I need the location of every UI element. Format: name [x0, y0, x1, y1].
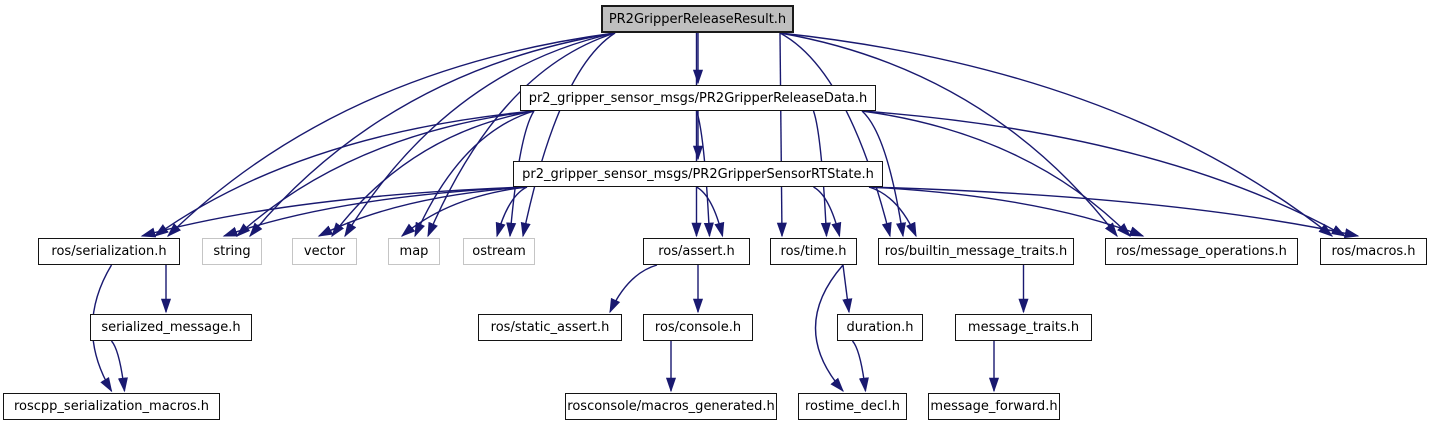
graph-edge-result-map [427, 32, 616, 238]
graph-edge-result-macros [779, 32, 1334, 237]
graph-node-serialization[interactable]: ros/serialization.h [38, 238, 180, 265]
graph-edge-release_data-macros [861, 110, 1347, 237]
graph-edge-result-msgops [779, 32, 1118, 238]
graph-edge-release_data-time [812, 110, 831, 238]
graph-edge-rtstate-builtin [868, 186, 917, 238]
graph-edge-result-string [249, 32, 616, 238]
graph-edge-time-rostime_decl [814, 264, 844, 393]
graph-edge-rtstate-ostream [495, 186, 528, 238]
graph-edge-release_data-string [235, 110, 535, 237]
graph-edge-duration-rostime_decl [851, 340, 869, 393]
graph-edge-rtstate-map [400, 186, 528, 237]
graph-node-assert[interactable]: ros/assert.h [643, 238, 750, 265]
graph-edge-release_data-vector [331, 110, 535, 238]
graph-node-message_traits[interactable]: message_traits.h [955, 314, 1092, 341]
graph-edge-serialized_message-roscpp_macros [110, 340, 128, 393]
graph-node-result: PR2GripperReleaseResult.h [601, 5, 794, 33]
graph-edge-assert-static_assert [609, 264, 658, 314]
graph-edge-result-vector [344, 32, 616, 238]
graph-node-time[interactable]: ros/time.h [770, 238, 857, 265]
graph-node-console[interactable]: ros/console.h [643, 314, 753, 341]
graph-edge-rtstate-string [222, 186, 528, 237]
graph-node-ostream: ostream [463, 238, 535, 265]
graph-edge-release_data-builtin [861, 110, 906, 238]
graph-edge-result-serialization [166, 32, 616, 237]
graph-edge-time-duration [842, 264, 853, 314]
graph-edge-release_data-serialization [153, 110, 535, 237]
graph-node-map: map [388, 238, 440, 265]
graph-node-string: string [202, 238, 262, 265]
graph-edge-result-time [776, 32, 787, 238]
graph-node-static_assert[interactable]: ros/static_assert.h [478, 314, 622, 341]
graph-edge-result-ostream [520, 32, 616, 238]
graph-node-duration[interactable]: duration.h [837, 314, 923, 341]
graph-edge-release_data-assert [695, 110, 714, 238]
graph-node-rosconsole_macros[interactable]: rosconsole/macros_generated.h [565, 393, 777, 420]
graph-node-vector: vector [292, 238, 357, 265]
graph-edge-rtstate-macros [868, 186, 1360, 239]
graph-node-serialized_message[interactable]: serialized_message.h [90, 314, 252, 341]
graph-edge-rtstate-msgops [868, 186, 1145, 237]
graph-node-release_data[interactable]: pr2_gripper_sensor_msgs/PR2GripperReleas… [520, 85, 876, 111]
graph-edge-release_data-msgops [861, 110, 1131, 237]
graph-edge-rtstate-serialization [140, 186, 528, 238]
graph-edge-rtstate-time [813, 186, 842, 238]
graph-edge-result-builtin [779, 32, 892, 238]
graph-node-builtin[interactable]: ros/builtin_message_traits.h [878, 238, 1074, 265]
graph-edge-rtstate-vector [317, 186, 528, 237]
graph-node-rtstate[interactable]: pr2_gripper_sensor_msgs/PR2GripperSensor… [513, 161, 883, 187]
graph-node-rostime_decl[interactable]: rostime_decl.h [798, 393, 907, 420]
graph-node-macros[interactable]: ros/macros.h [1320, 238, 1427, 265]
graph-edge-rtstate-assert [696, 186, 725, 238]
graph-edge-release_data-map [414, 110, 535, 238]
graph-edge-release_data-ostream [506, 110, 535, 238]
graph-node-roscpp_macros[interactable]: roscpp_serialization_macros.h [3, 393, 220, 420]
graph-node-message_forward[interactable]: message_forward.h [928, 393, 1060, 420]
graph-node-msgops[interactable]: ros/message_operations.h [1105, 238, 1298, 265]
